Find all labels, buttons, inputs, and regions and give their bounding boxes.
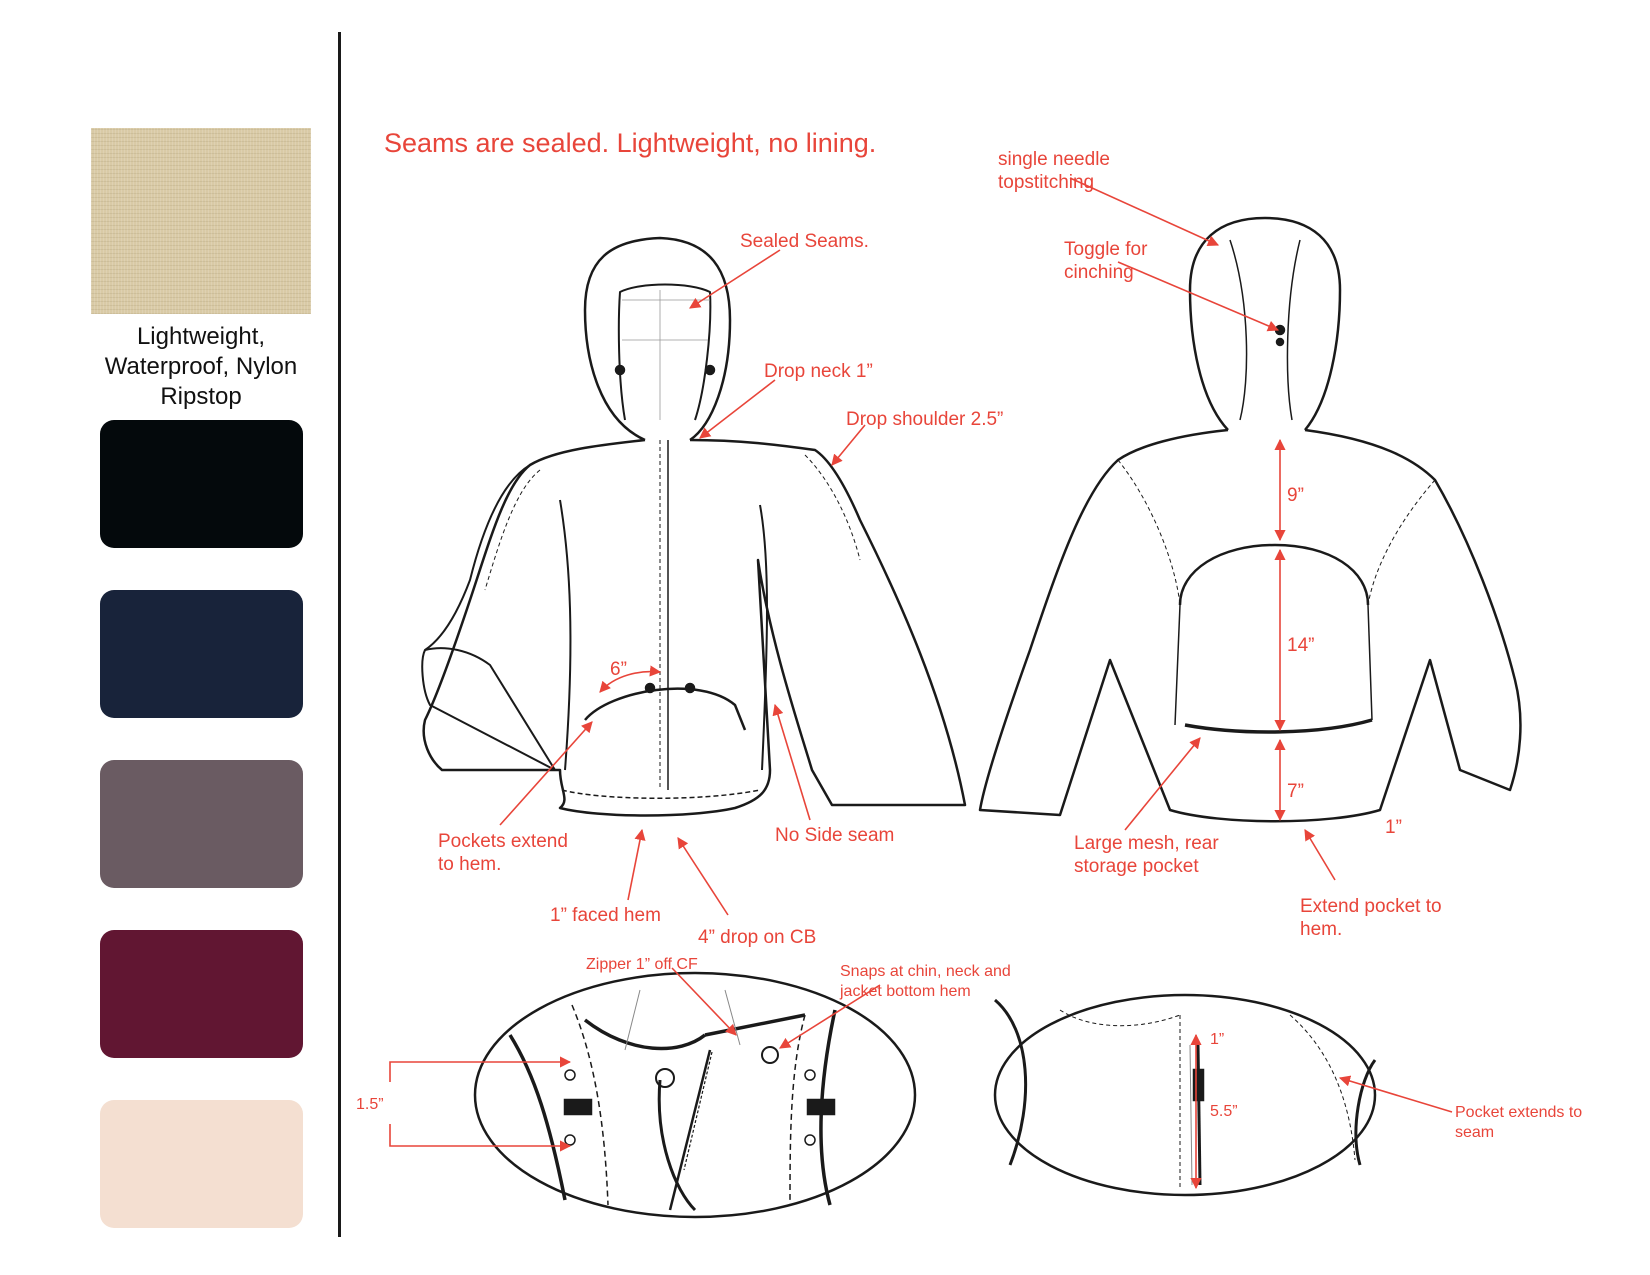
callout-pockets-extend: Pockets extend to hem. xyxy=(438,830,568,876)
callout-line: hem. xyxy=(1300,919,1343,940)
color-swatch-mauve-grey xyxy=(100,760,303,888)
callout-toggle: Toggle for cinching xyxy=(1064,238,1147,284)
color-swatch-navy xyxy=(100,590,303,718)
fabric-label-line: Lightweight, xyxy=(136,323,266,350)
page-title: Seams are sealed. Lightweight, no lining… xyxy=(384,128,877,158)
front-pocket-opening xyxy=(584,687,747,731)
back-jacket-flat xyxy=(978,216,1522,823)
callout-line: Pocket extends to xyxy=(1455,1104,1583,1121)
callout-line: cinching xyxy=(1064,262,1134,283)
front-jacket-flat xyxy=(421,236,967,817)
front-hood-opening xyxy=(617,283,712,421)
color-swatch-blush xyxy=(100,1100,303,1228)
callout-line: storage pocket xyxy=(1074,856,1199,877)
callout-extend-pocket: Extend pocket to hem. xyxy=(1300,895,1442,941)
callout-line: Pockets extend xyxy=(438,831,568,852)
annotation-arrows xyxy=(389,177,1453,1190)
callout-line: topstitching xyxy=(998,172,1095,193)
back-hood-outline xyxy=(1188,216,1342,431)
callout-no-side-seam: No Side seam xyxy=(775,825,895,846)
callout-drop-neck: Drop neck 1” xyxy=(764,361,873,382)
callout-line: Snaps at chin, neck and xyxy=(840,963,1011,980)
callout-line: to hem. xyxy=(438,854,502,875)
callout-line: Extend pocket to xyxy=(1300,896,1442,917)
callout-large-mesh: Large mesh, rear storage pocket xyxy=(1074,832,1219,878)
callout-zipper: Zipper 1” off CF xyxy=(586,956,698,973)
callout-line: single needle xyxy=(998,149,1110,170)
callout-pocket-width: 6” xyxy=(610,659,627,680)
callout-sealed-seams: Sealed Seams. xyxy=(740,231,869,252)
dimension-9: 9” xyxy=(1287,485,1304,506)
front-hood-outline xyxy=(583,236,732,442)
back-body-outline xyxy=(978,428,1522,823)
dimension-1-5: 1.5” xyxy=(356,1096,384,1113)
front-body-outline xyxy=(422,438,967,817)
dimension-7: 7” xyxy=(1287,781,1304,802)
color-swatch-black xyxy=(100,420,303,548)
callout-single-needle: single needle topstitching xyxy=(998,148,1110,194)
back-pocket-detail xyxy=(993,993,1377,1197)
color-swatch-burgundy xyxy=(100,930,303,1058)
callout-line: Large mesh, rear xyxy=(1074,833,1219,854)
fabric-swatch-texture xyxy=(91,128,311,314)
dimension-14: 14” xyxy=(1287,635,1315,656)
fabric-label-line: Ripstop xyxy=(160,383,242,410)
front-collar-detail xyxy=(473,971,917,1219)
dimension-5-5: 5.5” xyxy=(1210,1103,1238,1120)
back-mesh-pocket-top xyxy=(1178,543,1370,606)
callout-snaps: Snaps at chin, neck and jacket bottom he… xyxy=(840,962,1011,1002)
column-divider xyxy=(338,32,341,1237)
callout-line: Toggle for xyxy=(1064,239,1148,260)
fabric-description: Lightweight, Waterproof, Nylon Ripstop xyxy=(80,322,322,412)
dimension-1: 1” xyxy=(1385,817,1402,838)
callout-line: jacket bottom hem xyxy=(840,983,971,1000)
callout-drop-shoulder: Drop shoulder 2.5” xyxy=(846,409,1004,430)
callout-line: seam xyxy=(1455,1124,1495,1141)
dimension-detail-1: 1” xyxy=(1210,1031,1225,1048)
fabric-label-line: Waterproof, Nylon xyxy=(104,353,298,380)
callout-faced-hem: 1” faced hem xyxy=(550,905,661,926)
callout-pocket-seam: Pocket extends to seam xyxy=(1455,1103,1582,1143)
callout-drop-cb: 4” drop on CB xyxy=(698,927,817,948)
back-mesh-pocket-zip xyxy=(1184,718,1373,734)
